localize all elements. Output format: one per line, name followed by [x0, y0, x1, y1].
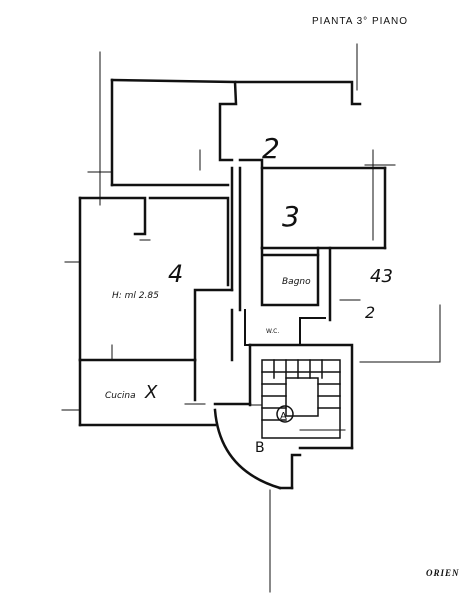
- drafting-marks: [61, 149, 396, 431]
- room-label-3: 3: [282, 200, 300, 233]
- bagno-label: Bagno: [282, 277, 311, 287]
- stair-walls: [248, 246, 354, 450]
- room-label-2: 2: [262, 132, 280, 165]
- elevator-circle: [276, 405, 294, 423]
- cucina-label: Cucina: [105, 391, 136, 401]
- orientation-label: ORIEN: [426, 568, 460, 578]
- staircase: [261, 359, 341, 439]
- room-label-4: 4: [168, 260, 183, 288]
- elevator-label: A: [280, 411, 287, 422]
- height-label: H: ml 2.85: [112, 291, 159, 301]
- room-label-b: B: [255, 440, 265, 456]
- room-label-43: 43: [370, 266, 393, 287]
- kitchen-walls: [78, 358, 217, 427]
- plan-title: PIANTA 3° PIANO: [312, 16, 409, 27]
- corridor-walls: [230, 166, 242, 362]
- room-2-walls: [110, 78, 387, 187]
- entrance-b-walls: [213, 402, 354, 490]
- room-label-2b: 2: [365, 303, 375, 322]
- wc-label: W.C.: [266, 328, 279, 335]
- room-3-walls: [260, 166, 387, 250]
- wc-walls: [244, 309, 326, 346]
- room-label-x: X: [144, 382, 158, 403]
- bathroom-walls: [260, 246, 320, 307]
- room-4-walls: [78, 196, 234, 362]
